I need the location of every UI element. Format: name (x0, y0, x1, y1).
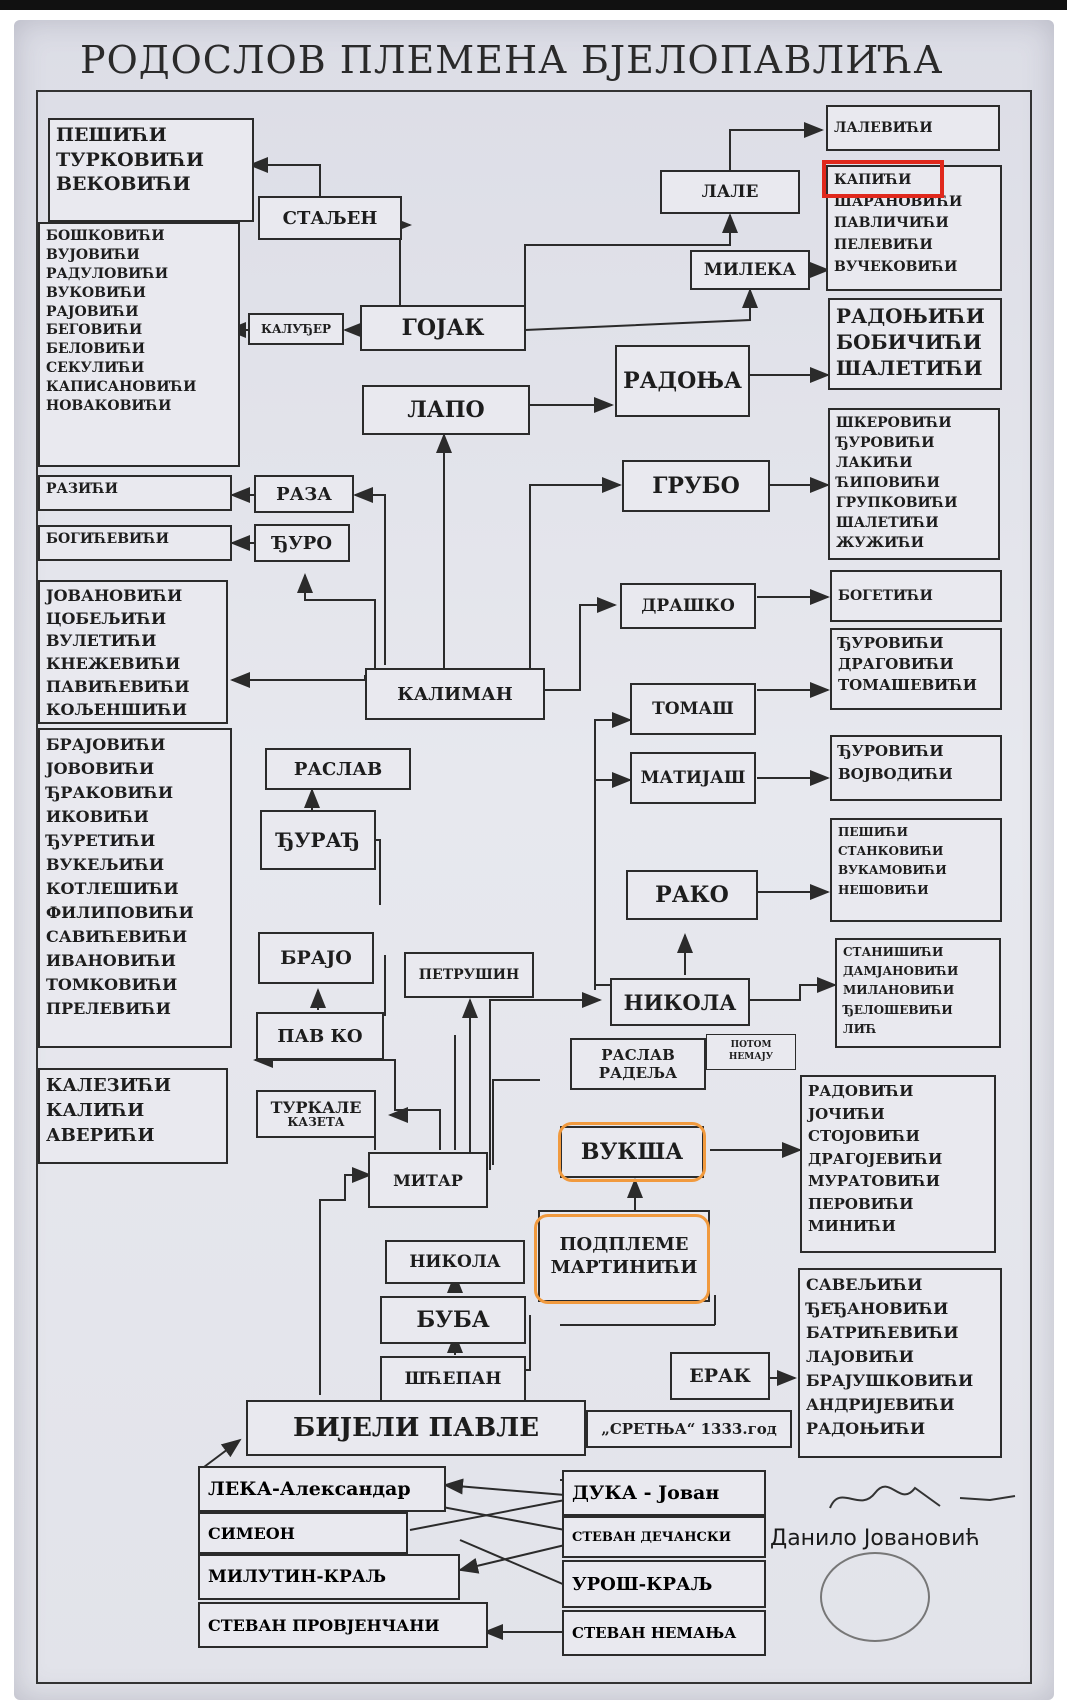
top-border (0, 0, 1067, 10)
bottom-stevan-n: СТЕВАН НЕМАЊА (562, 1610, 766, 1656)
node-lapo: ЛАПО (362, 385, 530, 435)
diagram-frame (36, 90, 1032, 1684)
node-vuksha: ВУКША (560, 1126, 704, 1178)
node-nikola: НИКОЛА (610, 978, 750, 1026)
bottom-stevan-d: СТЕВАН ДЕЧАНСКИ (562, 1516, 766, 1558)
node-grubo: ГРУБО (622, 460, 770, 512)
node-shcepan: ШЋЕПАН (380, 1356, 526, 1402)
node-lale: ЛАЛЕ (660, 170, 800, 214)
bottom-leka: ЛЕКА-Александар (198, 1466, 446, 1512)
bottom-milutin: МИЛУТИН-КРАЉ (198, 1554, 460, 1600)
node-tomash: ТОМАШ (630, 683, 756, 735)
diagram-title: РОДОСЛОВ ПЛЕМЕНА БЈЕЛОПАВЛИЋА (80, 38, 944, 82)
highlight-podpleme (534, 1214, 710, 1304)
handwritten-signature (829, 1485, 1016, 1509)
node-djuro: ЂУРО (254, 524, 350, 562)
list-bogetici: БОГЕТИЋИ (830, 570, 1002, 622)
signature-text: Данило Јовановић (770, 1526, 980, 1551)
stamp-seal (820, 1552, 930, 1642)
list-bogicevici: БОГИЋЕВИЋИ (38, 525, 232, 561)
bottom-duka: ДУКА - Јован (562, 1470, 766, 1516)
node-mileka: МИЛЕКА (690, 250, 810, 290)
node-drashko: ДРАШКО (620, 583, 756, 629)
highlight-kapici (822, 160, 944, 198)
node-sretnja: „СРЕТЊА“ 1333.год (586, 1410, 792, 1448)
node-pavko: ПАВ КО (256, 1012, 384, 1060)
node-djurad: ЂУРАЂ (260, 810, 376, 870)
highlight-vuksha (558, 1122, 706, 1182)
bottom-urosh: УРОШ-КРАЉ (562, 1560, 766, 1608)
node-bijeli-pavle: БИЈЕЛИ ПАВЛЕ (246, 1400, 586, 1456)
bottom-simeon: СИМЕОН (198, 1512, 408, 1554)
node-kaluder: КАЛУЂЕР (248, 313, 344, 345)
node-kaliman: КАЛИМАН (365, 668, 545, 720)
node-brajo: БРАЈО (258, 932, 374, 984)
node-mitar: МИТАР (368, 1152, 488, 1208)
list-razici: РАЗИЋИ (38, 475, 232, 511)
node-raza: РАЗА (254, 475, 354, 513)
list-lalevici: ЛАЛЕВИЋИ (826, 105, 1000, 151)
node-erak: ЕРАК (670, 1352, 770, 1400)
node-rako: РАКО (626, 870, 758, 920)
node-matijash: МАТИЈАШ (630, 752, 756, 804)
node-petrushin: ПЕТРУШИН (404, 952, 534, 998)
bottom-stevan-p: СТЕВАН ПРОВЈЕНЧАНИ (198, 1602, 488, 1648)
node-gojak: ГОЈАК (360, 305, 526, 351)
node-buba: БУБА (380, 1296, 526, 1344)
node-radonja: РАДОЊА (615, 345, 750, 417)
node-staljen: СТАЉЕН (258, 196, 402, 240)
node-nikola-2: НИКОЛА (385, 1240, 525, 1284)
node-raslav: РАСЛАВ (265, 748, 411, 790)
